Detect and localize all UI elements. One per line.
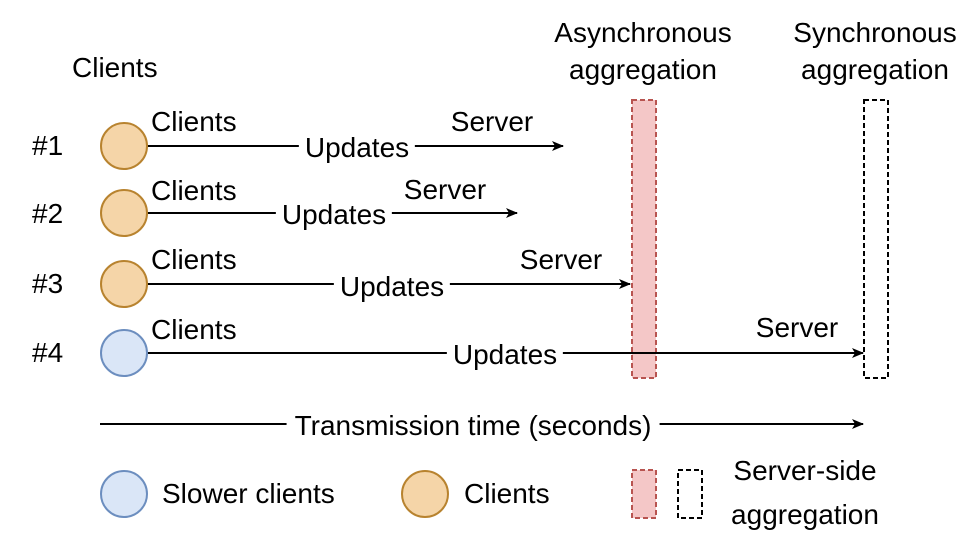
- timeline-label: Transmission time (seconds): [286, 412, 660, 440]
- legend-slower-clients-swatch: [100, 470, 148, 518]
- legend-aggregation-label-line2: aggregation: [731, 499, 879, 530]
- legend-clients-swatch: [401, 470, 449, 518]
- legend-aggregation-label-line1: Server-side: [733, 455, 877, 486]
- row-2-id: #2: [32, 198, 64, 229]
- legend-clients-label: Clients: [464, 478, 550, 509]
- row-3-server-label: Server: [519, 244, 603, 275]
- legend-slower-clients-label: Slower clients: [162, 478, 335, 509]
- row-4-client-label: Clients: [151, 314, 237, 345]
- row-1-edge-label: Updates: [298, 134, 416, 162]
- sync-aggregation-title-line2: aggregation: [801, 54, 949, 85]
- row-2-client-node: [100, 189, 148, 237]
- row-2-server-label: Server: [403, 174, 487, 205]
- row-2-client-label: Clients: [151, 175, 237, 206]
- async-aggregation-bar: [631, 99, 657, 379]
- sync-aggregation-title-line1: Synchronous: [793, 17, 957, 48]
- legend-async-aggregation-swatch: [631, 469, 657, 519]
- row-4-id: #4: [32, 337, 64, 368]
- async-aggregation-title-line1: Asynchronous: [554, 17, 732, 48]
- clients-column-title: Clients: [72, 52, 158, 83]
- row-1-client-label: Clients: [151, 106, 237, 137]
- row-1-server-label: Server: [450, 106, 534, 137]
- legend-sync-aggregation-swatch: [677, 469, 703, 519]
- row-4-edge-label: Updates: [446, 341, 564, 369]
- row-1-client-node: [100, 122, 148, 170]
- async-aggregation-title-line2: aggregation: [569, 54, 717, 85]
- row-3-client-label: Clients: [151, 244, 237, 275]
- row-2-edge-label: Updates: [275, 201, 393, 229]
- sync-aggregation-bar: [863, 99, 889, 379]
- row-1-id: #1: [32, 130, 64, 161]
- row-3-edge-label: Updates: [333, 273, 451, 301]
- row-3-client-node: [100, 260, 148, 308]
- row-4-server-label: Server: [755, 312, 839, 343]
- row-3-id: #3: [32, 268, 64, 299]
- row-4-client-node: [100, 329, 148, 377]
